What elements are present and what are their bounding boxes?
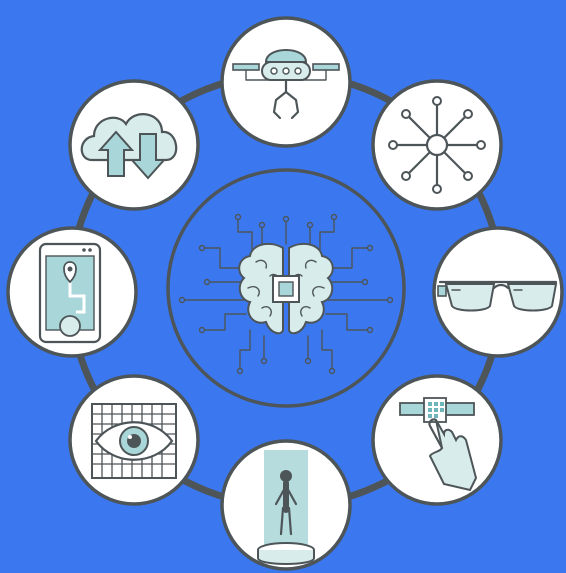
drone-robot-arm-icon bbox=[232, 49, 340, 120]
node-smart-glasses bbox=[432, 226, 564, 358]
node-drone bbox=[220, 16, 352, 148]
network-hub-icon bbox=[388, 96, 486, 194]
node-eye-scan bbox=[68, 374, 200, 506]
node-network bbox=[371, 79, 503, 211]
node-hologram bbox=[220, 439, 352, 571]
eye-scan-grid-icon bbox=[91, 403, 177, 479]
center-brain-node bbox=[166, 168, 406, 408]
smartphone-map-pin-icon bbox=[38, 242, 102, 344]
node-cloud-sync bbox=[68, 79, 200, 211]
node-smartphone-map bbox=[6, 226, 138, 358]
hologram-person-icon bbox=[257, 450, 315, 565]
ai-brain-chip-icon bbox=[178, 213, 394, 375]
smart-glasses-icon bbox=[437, 280, 558, 312]
cloud-upload-download-icon bbox=[80, 113, 178, 180]
node-touch-interface bbox=[371, 374, 503, 506]
hand-touch-panel-icon bbox=[399, 397, 478, 492]
